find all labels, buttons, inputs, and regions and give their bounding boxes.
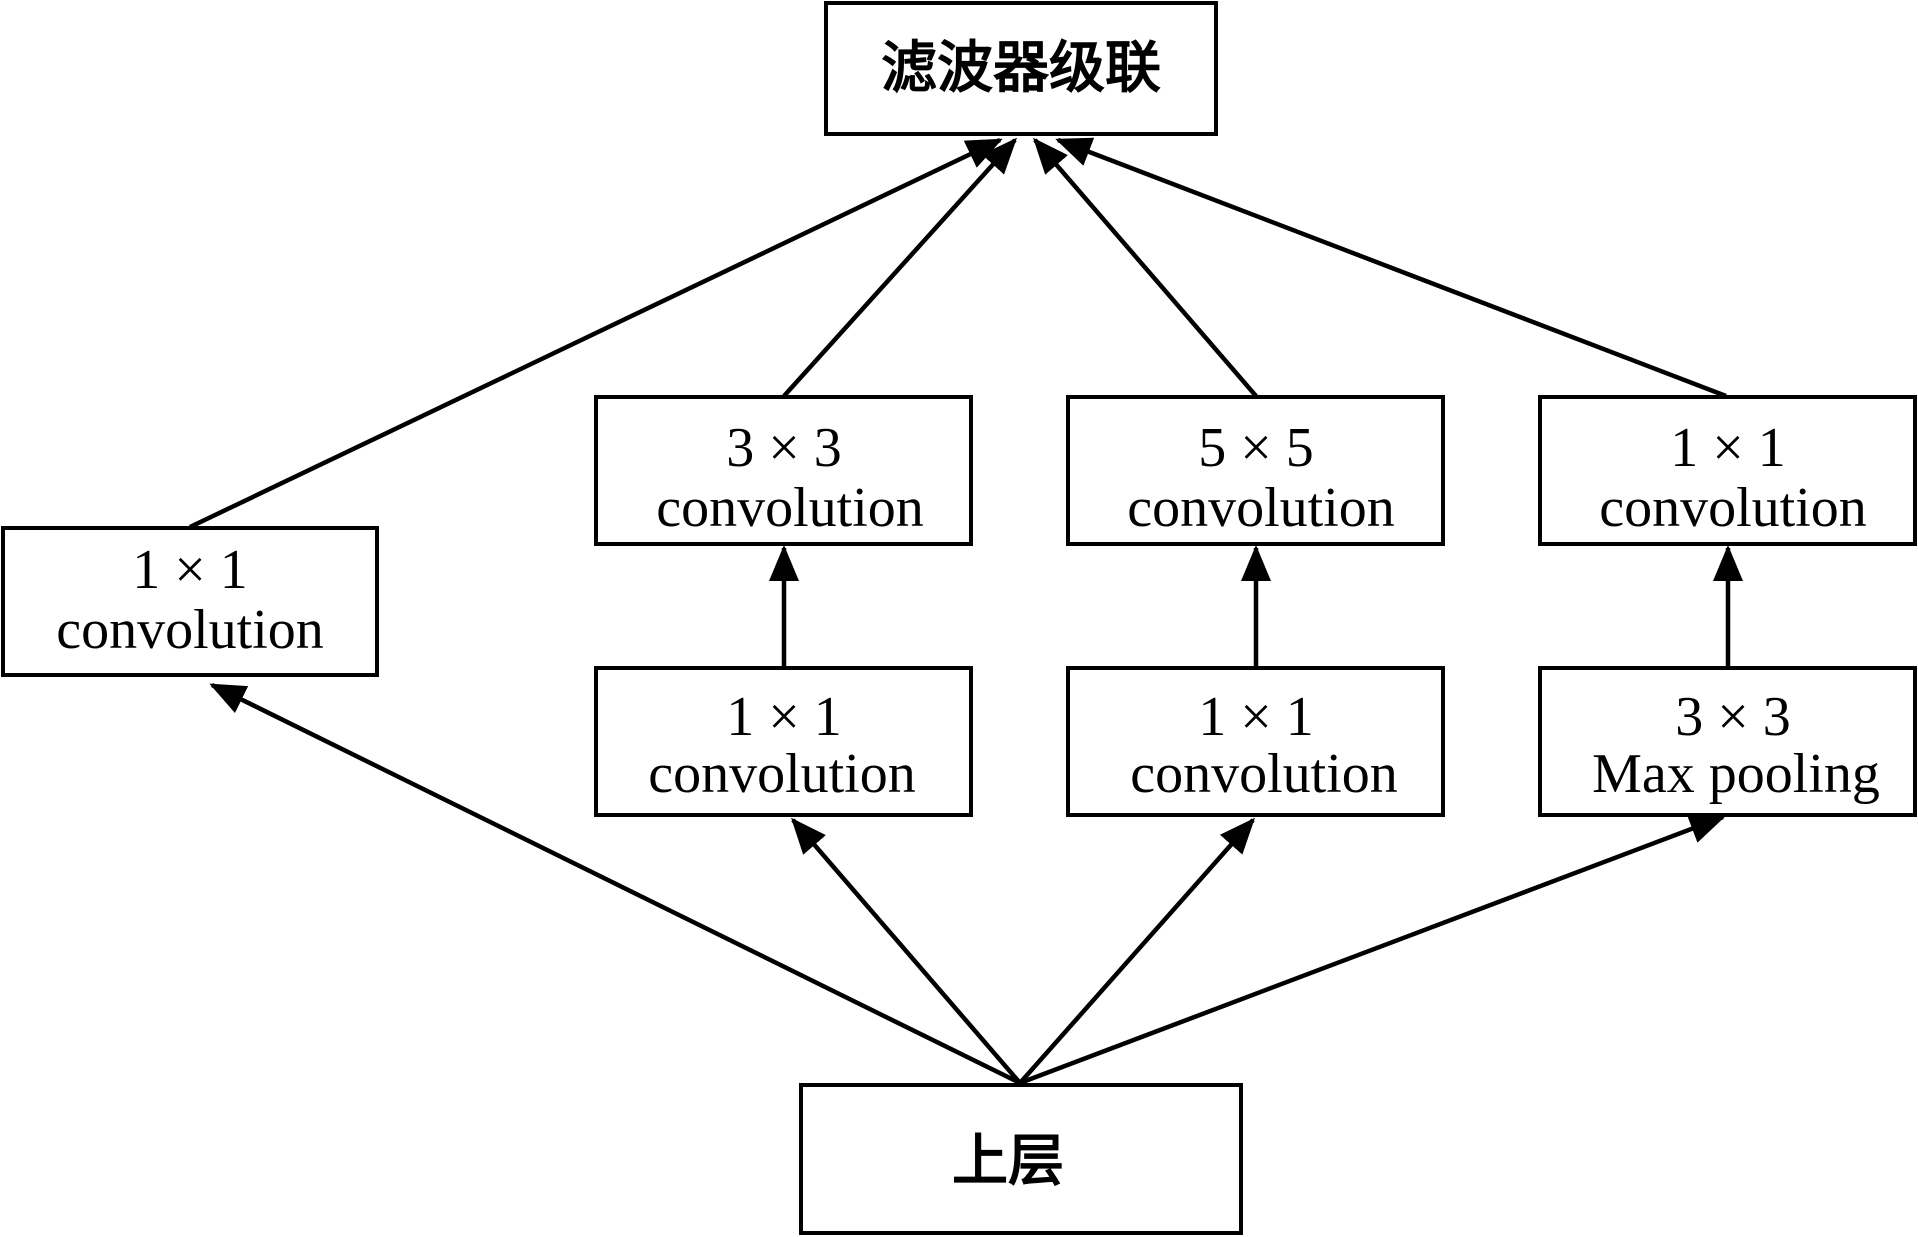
node-reduce-5x5-line1: 1 × 1: [1198, 686, 1314, 748]
node-conv3x3-line1: 3 × 3: [726, 417, 842, 479]
node-concat: 滤波器级联: [824, 1, 1218, 136]
edge-input-to-reduce-3x3: [791, 817, 1022, 1085]
node-conv5x5: 5 × 5 convolution: [1066, 395, 1445, 546]
node-conv1x1-left-line1: 1 × 1: [132, 539, 248, 601]
node-conv5x5-line2: convolution: [1127, 477, 1395, 539]
edge-input-to-reduce-5x5: [1018, 817, 1255, 1085]
node-maxpool: 3 × 3 Max pooling: [1538, 666, 1917, 817]
node-maxpool-line1: 3 × 3: [1675, 686, 1791, 748]
node-conv3x3-line2: convolution: [656, 477, 924, 539]
node-conv1x1-right: 1 × 1 convolution: [1538, 395, 1917, 546]
edge-conv1x1-right-to-concat: [1055, 137, 1727, 399]
node-conv1x1-right-line2: convolution: [1599, 477, 1867, 539]
edge-conv1x1-left-to-concat: [189, 137, 1003, 530]
node-reduce-5x5: 1 × 1 convolution: [1066, 666, 1445, 817]
node-conv1x1-left: 1 × 1 convolution: [1, 526, 379, 677]
node-reduce-5x5-line2: convolution: [1130, 743, 1398, 805]
node-conv5x5-line1: 5 × 5: [1198, 417, 1314, 479]
edge-conv5x5-to-concat: [1033, 137, 1258, 398]
node-conv1x1-right-line1: 1 × 1: [1670, 417, 1786, 479]
node-reduce-3x3-line1: 1 × 1: [726, 686, 842, 748]
node-input: 上层: [799, 1083, 1243, 1235]
node-input-label: 上层: [952, 1128, 1064, 1194]
node-reduce-3x3: 1 × 1 convolution: [594, 666, 973, 817]
node-reduce-3x3-line2: convolution: [648, 743, 916, 805]
node-concat-label: 滤波器级联: [881, 35, 1161, 101]
edge-input-to-maxpool: [1019, 814, 1726, 1086]
node-conv3x3: 3 × 3 convolution: [594, 395, 973, 546]
node-conv1x1-left-line2: convolution: [56, 599, 324, 661]
edge-input-to-conv1x1-left: [209, 682, 1021, 1086]
node-maxpool-line2: Max pooling: [1592, 743, 1880, 805]
edge-conv3x3-to-concat: [782, 137, 1018, 398]
